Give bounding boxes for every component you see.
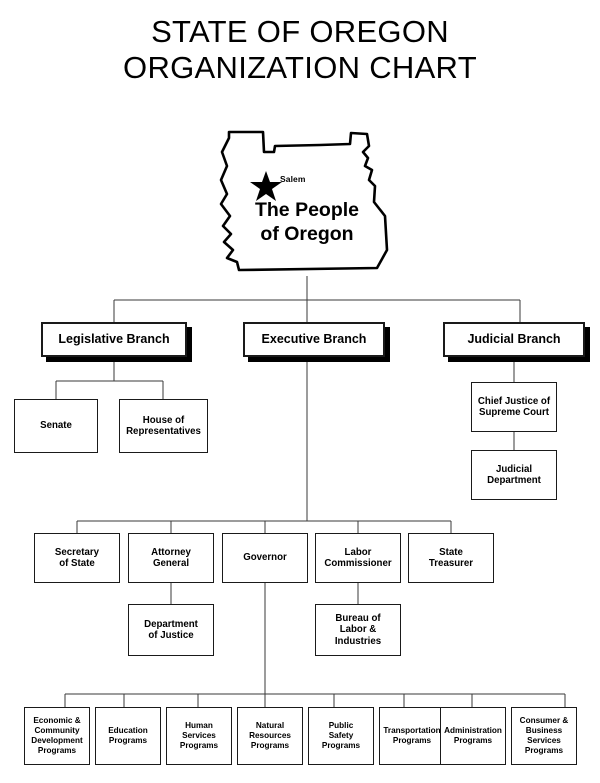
node-label-line-2: Treasurer xyxy=(428,558,474,569)
node-label-line-3: Programs xyxy=(321,741,361,750)
node-label: Senate xyxy=(38,420,74,431)
node-education-programs[interactable]: Education Programs xyxy=(95,707,161,765)
node-label-line-2: Community xyxy=(34,726,80,735)
salem-label: Salem xyxy=(280,174,306,184)
node-executive-branch[interactable]: Executive Branch xyxy=(243,322,385,357)
node-label-line-2: Business xyxy=(525,726,563,735)
node-senate[interactable]: Senate xyxy=(14,399,98,453)
node-label-line-2: of Justice xyxy=(148,630,194,641)
node-label-line-1: Consumer & xyxy=(519,716,569,725)
node-label: Natural Resources Programs xyxy=(247,721,293,751)
node-label: Bureau of Labor & Industries xyxy=(333,613,383,647)
node-label: Transportation Programs xyxy=(381,726,442,746)
node-label: Secretary of State xyxy=(53,547,101,570)
node-house-of-representatives[interactable]: House of Representatives xyxy=(119,399,208,453)
node-label-line-4: Programs xyxy=(37,746,77,755)
node-label-line-1: Human xyxy=(185,721,213,730)
node-natural-resources-programs[interactable]: Natural Resources Programs xyxy=(237,707,303,765)
node-state-treasurer[interactable]: State Treasurer xyxy=(408,533,494,583)
node-label: Governor xyxy=(241,552,289,563)
node-label-line-1: Administration xyxy=(444,726,502,735)
node-attorney-general[interactable]: Attorney General xyxy=(128,533,214,583)
node-label-line-3: Development xyxy=(31,736,83,745)
node-label-line-4: Programs xyxy=(524,746,564,755)
node-label-line-2: Programs xyxy=(392,736,432,745)
page-title: STATE OF OREGON ORGANIZATION CHART xyxy=(0,14,600,86)
node-label-line-2: of State xyxy=(59,558,95,569)
node-label-line-2: Labor & xyxy=(339,624,377,636)
node-label: Human Services Programs xyxy=(178,721,220,751)
node-label-line-1: Department xyxy=(144,618,198,630)
node-label: Executive Branch xyxy=(261,332,367,347)
node-label: House of Representatives xyxy=(124,415,203,438)
node-judicial-branch[interactable]: Judicial Branch xyxy=(443,322,585,357)
node-administration-programs[interactable]: Administration Programs xyxy=(440,707,506,765)
node-label-line-1: Senate xyxy=(40,420,72,432)
node-label: Judicial Branch xyxy=(467,332,561,347)
node-label-line-3: Industries xyxy=(334,635,382,647)
node-label-line-2: Programs xyxy=(453,736,493,745)
salem-star-icon xyxy=(250,171,282,201)
node-label: Administration Programs xyxy=(442,726,504,746)
node-label-line-1: Attorney xyxy=(151,546,191,558)
node-public-safety-programs[interactable]: Public Safety Programs xyxy=(308,707,374,765)
node-legislative-branch[interactable]: Legislative Branch xyxy=(41,322,187,357)
node-label: Attorney General xyxy=(149,547,193,570)
node-human-services-programs[interactable]: Human Services Programs xyxy=(166,707,232,765)
node-label-line-3: Programs xyxy=(179,741,219,750)
node-label-line-1: Public xyxy=(328,721,354,730)
people-of-oregon-heading: The People of Oregon xyxy=(217,198,397,246)
title-line-2: ORGANIZATION CHART xyxy=(123,50,477,85)
node-label: Economic & Community Development Program… xyxy=(29,716,84,756)
oregon-map: Salem The People of Oregon xyxy=(217,130,397,278)
node-label-line-2: Commissioner xyxy=(324,558,392,569)
node-label-line-2: Services xyxy=(182,731,216,740)
node-label-line-1: Economic & xyxy=(33,716,81,725)
node-label: Legislative Branch xyxy=(58,332,170,347)
oregon-outline-icon xyxy=(219,130,389,272)
node-labor-commissioner[interactable]: Labor Commissioner xyxy=(315,533,401,583)
node-label: State Treasurer xyxy=(427,547,475,570)
node-label-line-3: Programs xyxy=(250,741,290,750)
node-label-line-2: General xyxy=(152,558,190,569)
node-label-line-1: House of xyxy=(142,414,185,426)
node-bureau-of-labor-and-industries[interactable]: Bureau of Labor & Industries xyxy=(315,604,401,656)
node-governor[interactable]: Governor xyxy=(222,533,308,583)
node-label-line-1: Judicial xyxy=(495,463,533,475)
node-label: Consumer & Business Services Programs xyxy=(518,716,571,756)
node-department-of-justice[interactable]: Department of Justice xyxy=(128,604,214,656)
node-label-line-1: Chief Justice of xyxy=(477,395,551,407)
node-label-line-1: State xyxy=(439,546,463,558)
node-label-line-3: Services xyxy=(527,736,561,745)
node-label: Judicial Department xyxy=(485,464,543,487)
node-label: Chief Justice of Supreme Court xyxy=(476,396,552,419)
node-label-line-1: Secretary xyxy=(54,546,100,558)
node-label: Education Programs xyxy=(106,726,150,746)
node-label-line-2: Resources xyxy=(249,731,291,740)
node-label-line-2: Programs xyxy=(108,736,148,745)
node-label-line-2: Supreme Court xyxy=(479,407,549,418)
node-label-line-2: Safety xyxy=(328,731,354,740)
node-chief-justice-supreme-court[interactable]: Chief Justice of Supreme Court xyxy=(471,382,557,432)
people-heading-line-1: The People xyxy=(254,199,360,221)
node-consumer-business-services-programs[interactable]: Consumer & Business Services Programs xyxy=(511,707,577,765)
node-transportation-programs[interactable]: Transportation Programs xyxy=(379,707,445,765)
node-label-line-2: Department xyxy=(487,475,541,486)
people-heading-line-2: of Oregon xyxy=(260,223,354,245)
node-label-line-1: Labor xyxy=(344,546,372,558)
node-secretary-of-state[interactable]: Secretary of State xyxy=(34,533,120,583)
node-label-line-1: Transportation xyxy=(383,726,441,735)
node-label-line-2: Representatives xyxy=(126,426,201,437)
node-label: Department of Justice xyxy=(142,619,200,642)
node-label-line-1: Bureau of xyxy=(335,613,381,625)
node-label-line-1: Education xyxy=(108,726,148,735)
node-economic-community-development-programs[interactable]: Economic & Community Development Program… xyxy=(24,707,90,765)
node-judicial-department[interactable]: Judicial Department xyxy=(471,450,557,500)
node-label: Labor Commissioner xyxy=(322,547,393,570)
title-line-1: STATE OF OREGON xyxy=(151,14,449,49)
node-label-line-1: Natural xyxy=(255,721,285,730)
node-label-line-1: Governor xyxy=(243,552,287,564)
node-label: Public Safety Programs xyxy=(320,721,362,751)
